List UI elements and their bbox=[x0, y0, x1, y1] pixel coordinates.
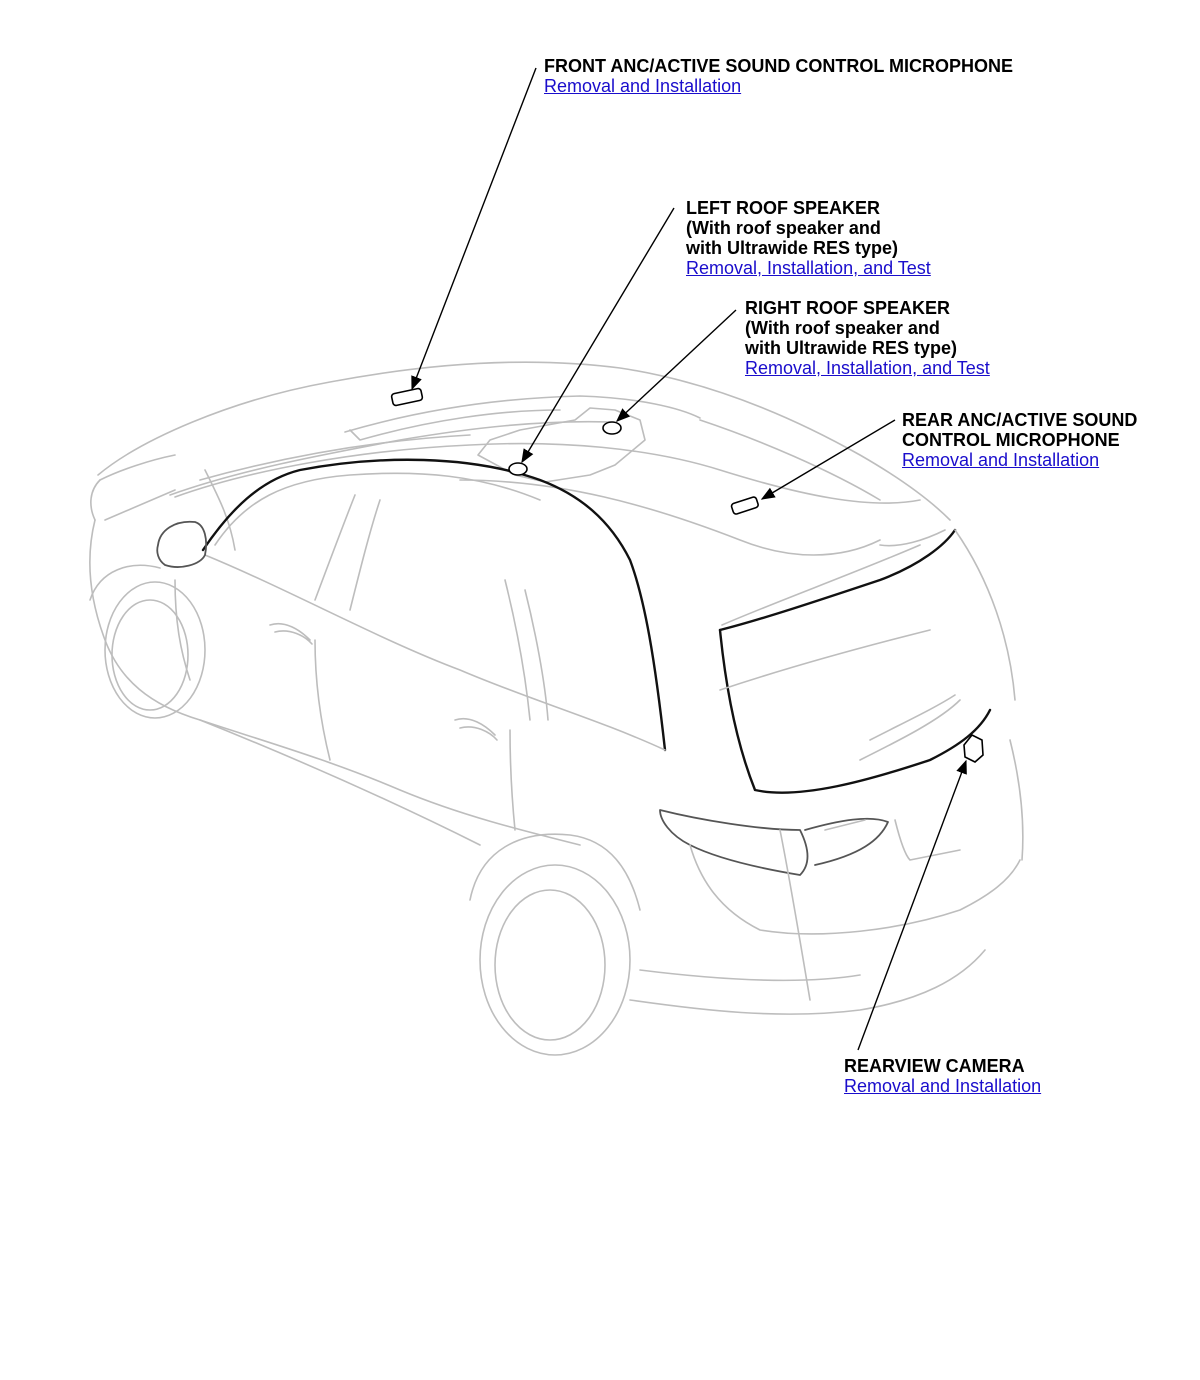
front-mic-leader bbox=[411, 67, 537, 391]
rearview-camera-leader bbox=[857, 759, 967, 1051]
vehicle-outline bbox=[89, 361, 1024, 1056]
callout-title-line: FRONT ANC/ACTIVE SOUND CONTROL MICROPHON… bbox=[544, 56, 1014, 76]
callout-title-line: (With roof speaker and bbox=[686, 218, 881, 238]
callout-title-line: REARVIEW CAMERA bbox=[844, 1056, 1025, 1076]
callout-rearview-camera: REARVIEW CAMERA Removal and Installation bbox=[844, 1056, 1041, 1096]
rear-mic-leader bbox=[760, 419, 896, 500]
front-mic-removal-link[interactable]: Removal and Installation bbox=[544, 76, 742, 96]
callout-rear-mic: REAR ANC/ACTIVE SOUND CONTROL MICROPHONE… bbox=[902, 410, 1137, 470]
rearview-camera-removal-link[interactable]: Removal and Installation bbox=[844, 1076, 1042, 1096]
callout-title-line: (With roof speaker and bbox=[745, 318, 940, 338]
front-mic-marker bbox=[390, 387, 424, 407]
callout-title-line: with Ultrawide RES type) bbox=[745, 338, 958, 358]
left-roof-speaker-marker bbox=[508, 462, 528, 476]
rear-mic-marker bbox=[730, 496, 759, 515]
callout-title-line: REAR ANC/ACTIVE SOUND bbox=[902, 410, 1138, 430]
right-roof-speaker-marker bbox=[602, 421, 622, 435]
component-markers bbox=[390, 387, 984, 763]
callout-title-line: RIGHT ROOF SPEAKER bbox=[745, 298, 951, 318]
callout-title-line: LEFT ROOF SPEAKER bbox=[686, 198, 881, 218]
callout-right-roof-speaker: RIGHT ROOF SPEAKER (With roof speaker an… bbox=[745, 298, 990, 378]
rear-mic-removal-link[interactable]: Removal and Installation bbox=[902, 450, 1100, 470]
callout-title-line: CONTROL MICROPHONE bbox=[902, 430, 1120, 450]
callout-title-line: with Ultrawide RES type) bbox=[686, 238, 899, 258]
right-roof-speaker-leader bbox=[615, 309, 737, 422]
callout-front-mic: FRONT ANC/ACTIVE SOUND CONTROL MICROPHON… bbox=[544, 56, 1013, 96]
left-roof-speaker-leader bbox=[521, 207, 675, 464]
rearview-camera-marker bbox=[963, 733, 984, 763]
right-roof-speaker-test-link[interactable]: Removal, Installation, and Test bbox=[745, 358, 990, 378]
callout-left-roof-speaker: LEFT ROOF SPEAKER (With roof speaker and… bbox=[686, 198, 931, 278]
leader-lines bbox=[411, 67, 967, 1051]
left-roof-speaker-test-link[interactable]: Removal, Installation, and Test bbox=[686, 258, 931, 278]
